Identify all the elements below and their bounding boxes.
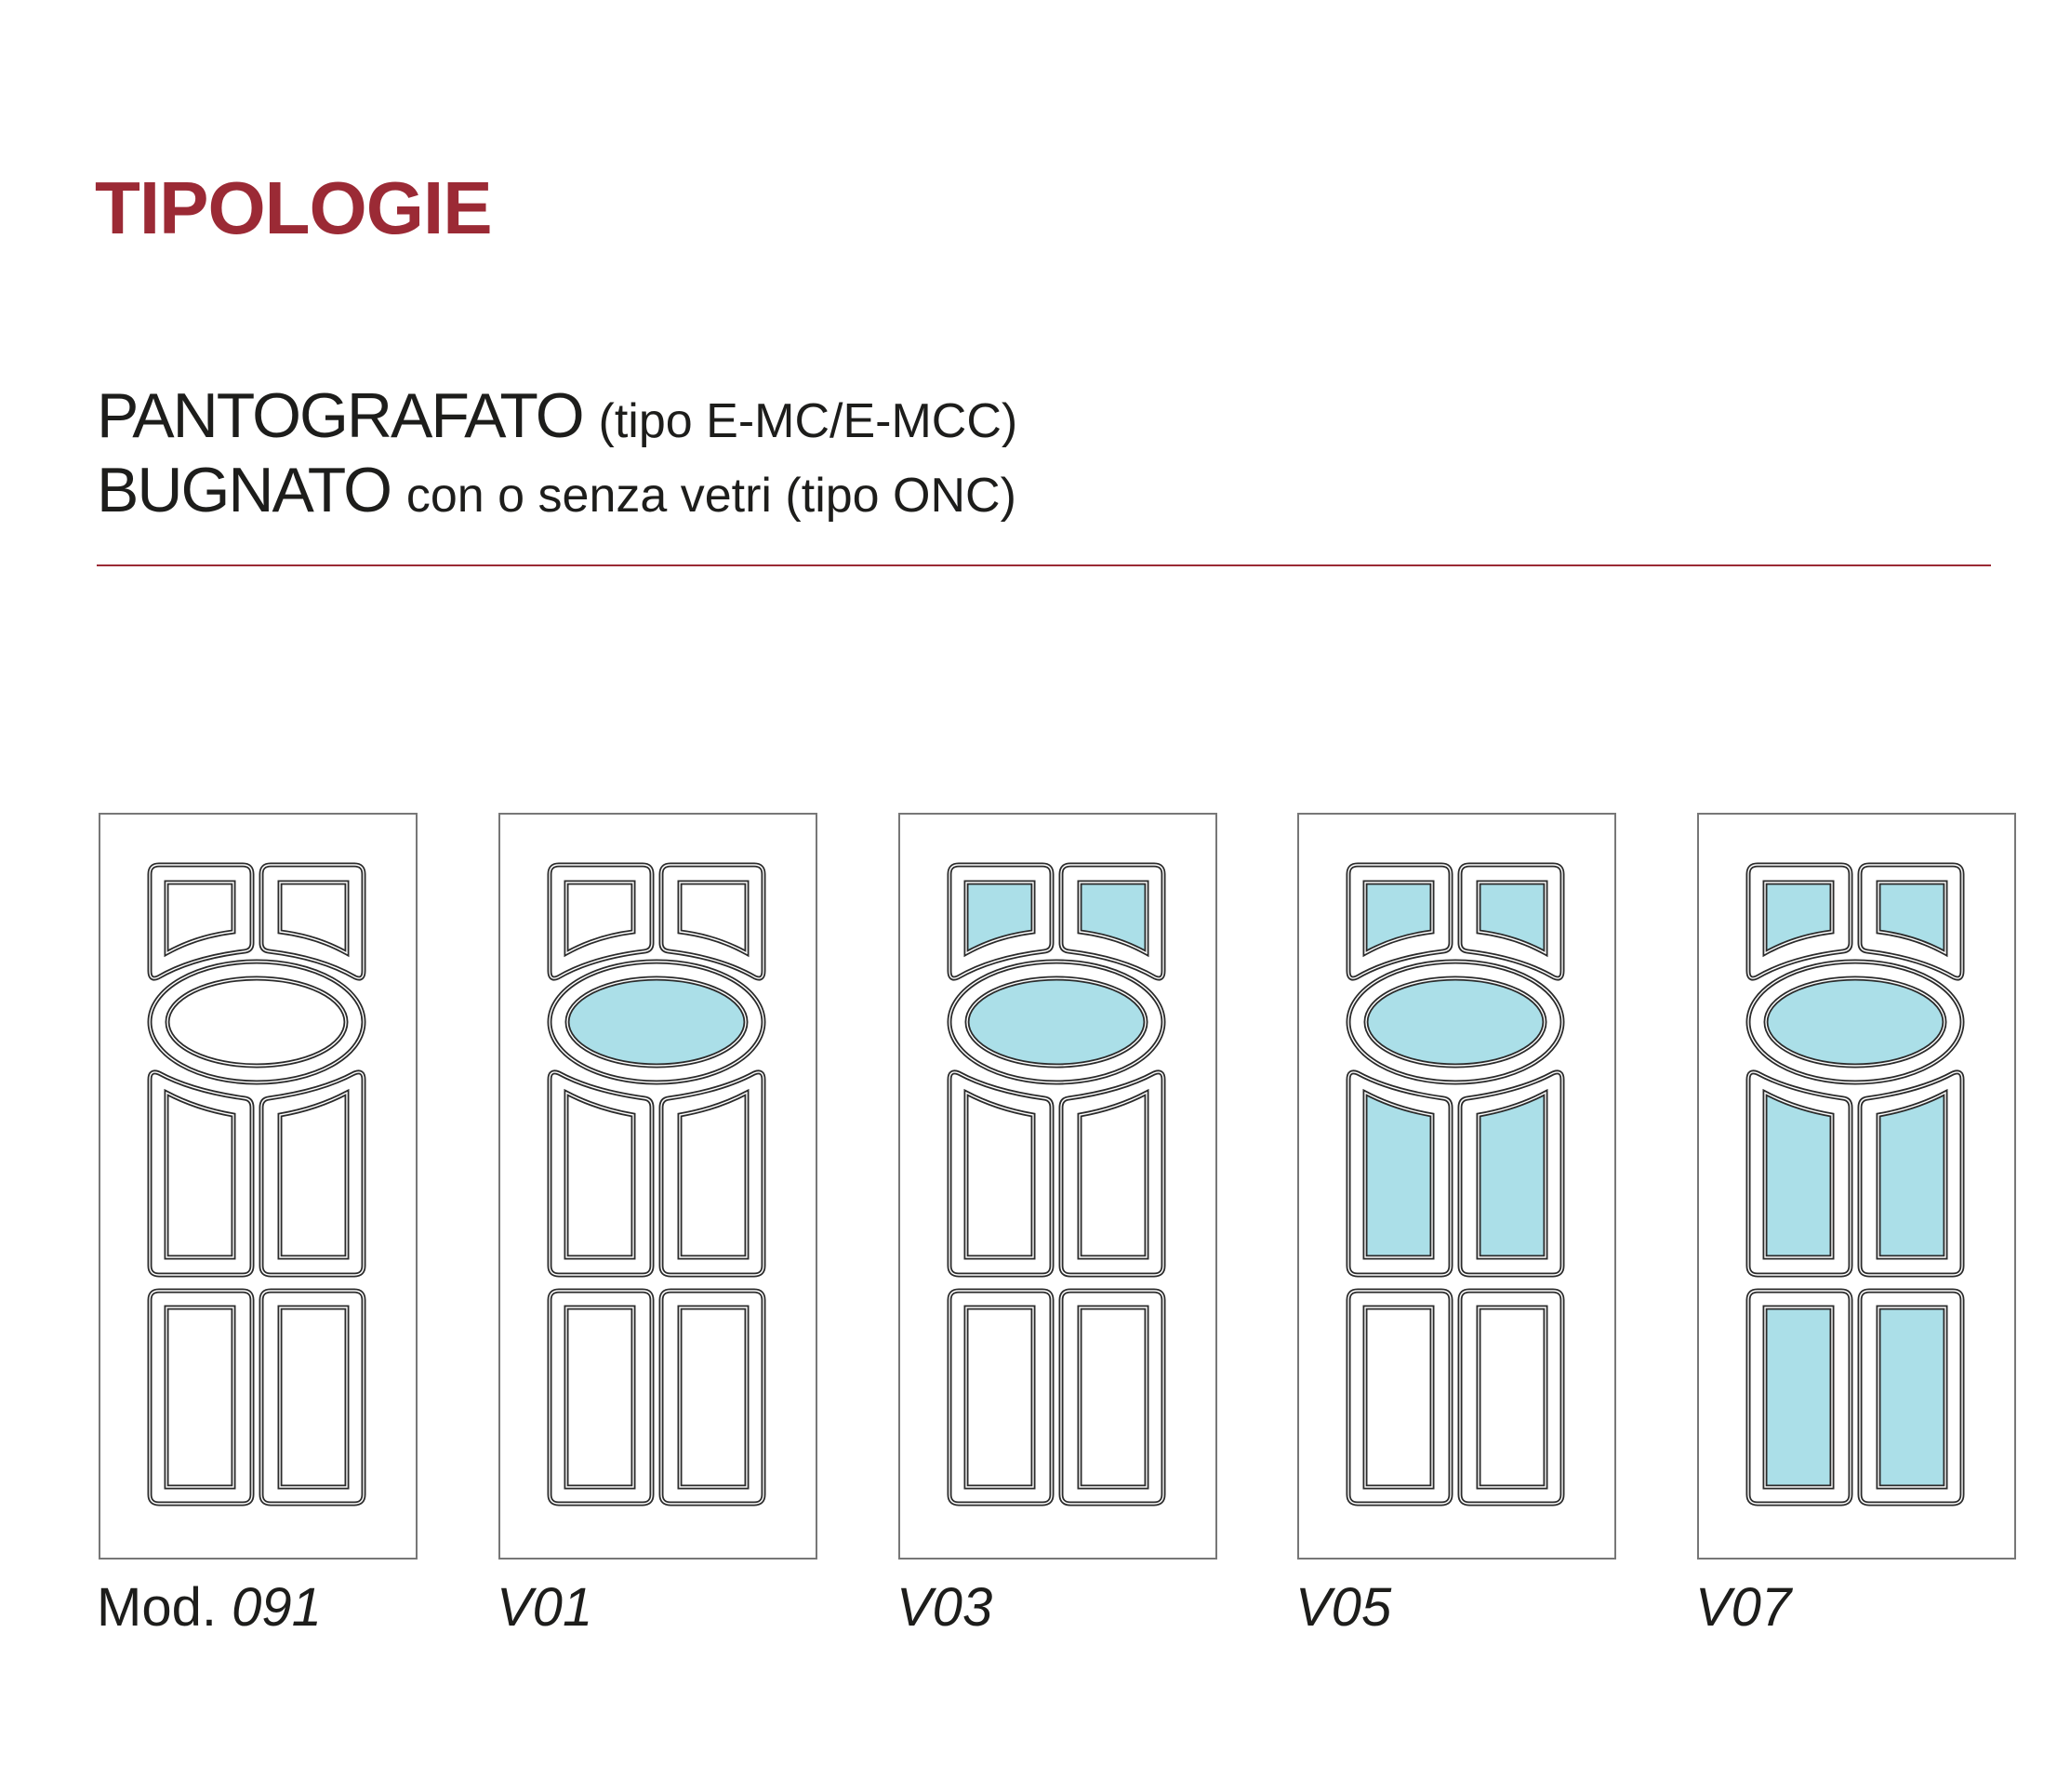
top-inset-right [277, 880, 350, 958]
door-frame [498, 813, 817, 1560]
door-label-code: V07 [1695, 1577, 1792, 1638]
door-label: Mod. 091 [97, 1576, 322, 1639]
top-glass-left [963, 880, 1036, 958]
door-drawing [898, 813, 1217, 1560]
door-label-code: 091 [232, 1577, 322, 1638]
bottom-inset-left [564, 1305, 636, 1490]
middle-inset-right [1077, 1088, 1149, 1260]
door-drawing [1697, 813, 2016, 1560]
door-frame [1697, 813, 2016, 1560]
oval-inset [165, 976, 349, 1069]
divider [97, 564, 1991, 566]
door-label: V05 [1295, 1576, 1391, 1639]
top-inset-left [164, 880, 236, 958]
top-glass-right [1476, 880, 1548, 958]
subtitle-detail: con o senza vetri (tipo ONC) [405, 469, 1016, 523]
page-title: TIPOLOGIE [95, 166, 493, 249]
door-model-v01[interactable] [498, 813, 819, 1560]
middle-glass-right [1876, 1088, 1948, 1260]
top-inset-right [677, 880, 750, 958]
door-frame [898, 813, 1217, 1560]
bottom-glass-left [1762, 1305, 1835, 1490]
door-drawing [498, 813, 817, 1560]
door-label: V01 [497, 1576, 592, 1639]
door-frame [99, 813, 418, 1560]
door-label-code: V01 [497, 1577, 593, 1638]
bottom-inset-left [963, 1305, 1036, 1490]
door-model-v07[interactable] [1697, 813, 2018, 1560]
top-glass-right [1077, 880, 1149, 958]
middle-glass-left [1362, 1088, 1435, 1260]
bottom-inset-right [677, 1305, 750, 1490]
middle-inset-left [963, 1088, 1036, 1260]
door-drawing [99, 813, 418, 1560]
middle-glass-right [1476, 1088, 1548, 1260]
oval-glass [564, 976, 749, 1069]
top-inset-left [564, 880, 636, 958]
middle-inset-left [564, 1088, 636, 1260]
door-label-code: V03 [896, 1577, 993, 1638]
bottom-inset-left [1362, 1305, 1435, 1490]
top-glass-left [1762, 880, 1835, 958]
door-label-prefix: Mod. [97, 1577, 232, 1638]
door-label-code: V05 [1295, 1577, 1392, 1638]
door-model-v05[interactable] [1297, 813, 1618, 1560]
subtitle-main: PANTOGRAFATO [97, 380, 585, 451]
bottom-inset-right [277, 1305, 350, 1490]
door-drawing [1297, 813, 1616, 1560]
bottom-glass-right [1876, 1305, 1948, 1490]
subtitle-detail: (tipo E-MC/E-MCC) [598, 394, 1018, 448]
top-glass-right [1876, 880, 1948, 958]
oval-glass [1763, 976, 1947, 1069]
bottom-inset-right [1476, 1305, 1548, 1490]
oval-glass [1363, 976, 1547, 1069]
subtitle-main: BUGNATO [97, 455, 392, 525]
door-frame [1297, 813, 1616, 1560]
middle-inset-right [277, 1088, 350, 1260]
door-label: V03 [896, 1576, 992, 1639]
middle-inset-left [164, 1088, 236, 1260]
subtitle-bugnato: BUGNATO con o senza vetri (tipo ONC) [97, 454, 1016, 526]
door-model-v03[interactable] [898, 813, 1219, 1560]
top-glass-left [1362, 880, 1435, 958]
bottom-inset-left [164, 1305, 236, 1490]
bottom-inset-right [1077, 1305, 1149, 1490]
oval-glass [964, 976, 1148, 1069]
middle-inset-right [677, 1088, 750, 1260]
middle-glass-left [1762, 1088, 1835, 1260]
door-label: V07 [1695, 1576, 1791, 1639]
subtitle-pantografato: PANTOGRAFATO (tipo E-MC/E-MCC) [97, 379, 1017, 452]
door-model-091[interactable] [99, 813, 419, 1560]
